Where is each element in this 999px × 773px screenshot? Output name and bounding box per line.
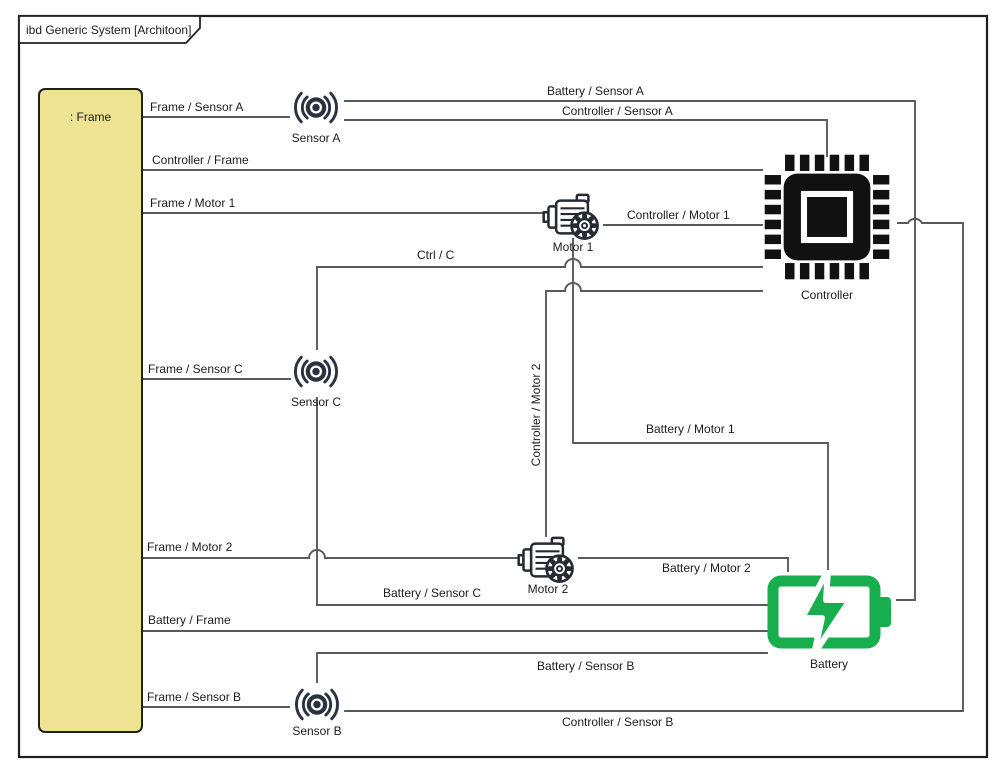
label-battery-sensor-b: Battery / Sensor B xyxy=(537,659,635,673)
motor-2-label: Motor 2 xyxy=(527,582,569,596)
title-tab-shape xyxy=(18,15,201,44)
sensor-a-label: Sensor A xyxy=(291,131,341,145)
motor-2-icon[interactable] xyxy=(517,535,579,585)
label-frame-sensor-a: Frame / Sensor A xyxy=(150,100,244,114)
label-frame-sensor-c: Frame / Sensor C xyxy=(148,362,243,376)
sensor-a-icon[interactable] xyxy=(286,86,346,131)
label-ctrl-c: Ctrl / C xyxy=(417,248,455,262)
sensor-b-label: Sensor B xyxy=(292,724,342,738)
motor-1-icon[interactable] xyxy=(542,192,604,242)
connector-controller-sensor-a[interactable] xyxy=(344,119,828,157)
label-controller-sensor-b: Controller / Sensor B xyxy=(562,715,674,729)
label-battery-motor-2: Battery / Motor 2 xyxy=(662,561,751,575)
label-battery-motor-1: Battery / Motor 1 xyxy=(646,422,735,436)
label-battery-sensor-c: Battery / Sensor C xyxy=(383,586,482,600)
battery-label: Battery xyxy=(809,657,849,671)
sensor-c-icon[interactable] xyxy=(286,350,346,395)
label-battery-sensor-a: Battery / Sensor A xyxy=(547,84,644,98)
diagram-frame-border xyxy=(17,14,989,759)
label-controller-frame: Controller / Frame xyxy=(152,153,249,167)
label-frame-motor-1: Frame / Motor 1 xyxy=(150,196,236,210)
label-controller-motor-2: Controller / Motor 2 xyxy=(529,363,543,467)
frame-block[interactable]: : Frame xyxy=(38,88,143,733)
controller-label: Controller xyxy=(800,288,854,302)
label-battery-frame: Battery / Frame xyxy=(148,613,231,627)
sensor-c-label: Sensor C xyxy=(290,395,342,409)
frame-block-label: : Frame xyxy=(69,110,112,124)
diagram-title: ibd Generic System [Architoon] xyxy=(26,23,192,37)
label-controller-sensor-a: Controller / Sensor A xyxy=(562,104,673,118)
connector-controller-motor-2[interactable] xyxy=(545,282,763,537)
connector-battery-sensor-c[interactable] xyxy=(316,397,768,606)
connector-ctrl-c[interactable] xyxy=(316,258,763,350)
label-controller-motor-1: Controller / Motor 1 xyxy=(627,208,730,222)
connector-battery-sensor-b[interactable] xyxy=(316,652,768,683)
controller-chip-icon[interactable] xyxy=(762,152,892,282)
motor-1-label: Motor 1 xyxy=(552,240,594,254)
label-frame-motor-2: Frame / Motor 2 xyxy=(147,540,233,554)
label-frame-sensor-b: Frame / Sensor B xyxy=(147,690,242,704)
sensor-b-icon[interactable] xyxy=(287,683,347,728)
connector-battery-motor-1[interactable] xyxy=(572,238,829,572)
connector-controller-sensor-b[interactable] xyxy=(344,217,964,712)
connector-battery-sensor-a[interactable] xyxy=(344,100,916,601)
connector-battery-motor-2[interactable] xyxy=(578,557,789,572)
battery-icon[interactable] xyxy=(764,570,898,654)
